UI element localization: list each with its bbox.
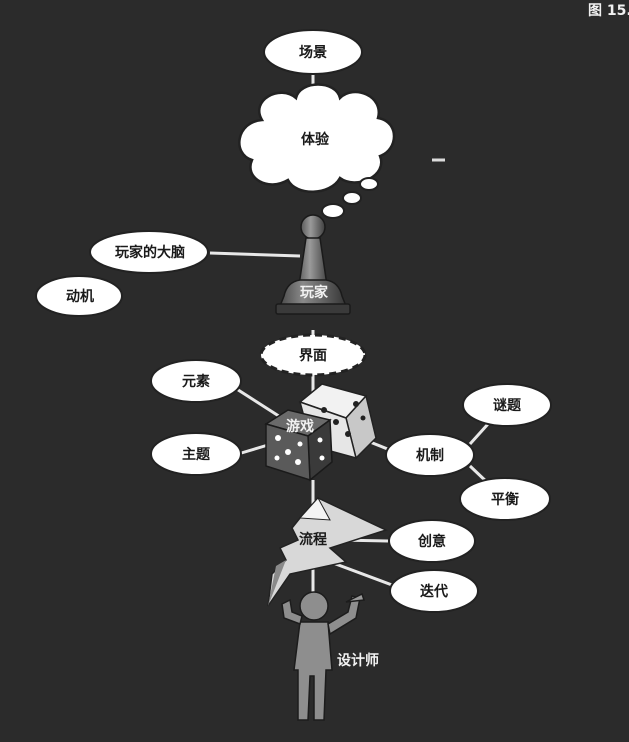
creativity-label: 创意 [418, 534, 446, 550]
line-mechanics-puzzle [468, 422, 490, 446]
motivation-label: 动机 [66, 289, 94, 305]
iteration-label: 迭代 [420, 584, 448, 600]
game-label: 游戏 [286, 419, 314, 435]
player-label: 玩家 [300, 285, 328, 301]
line-game-mechanics [369, 440, 391, 452]
designer-figure-icon [281, 591, 366, 721]
interface-label: 界面 [299, 348, 327, 364]
thought-bubble-small [359, 177, 379, 191]
dice-icon [264, 383, 377, 482]
motivation-ellipse [35, 275, 123, 317]
experience-label: 体验 [301, 132, 329, 148]
line-mind-player [209, 251, 301, 258]
iteration-ellipse [389, 569, 479, 613]
line-theme-game [237, 443, 269, 456]
players-mind-ellipse [89, 230, 209, 274]
experience-cloud [238, 83, 396, 193]
players-mind-label: 玩家的大脑 [115, 245, 185, 261]
balance-ellipse [459, 477, 551, 521]
thought-bubble-medium [342, 191, 362, 205]
process-bolt-icon [267, 497, 389, 607]
puzzle-label: 谜题 [493, 398, 521, 414]
pawn-icon [275, 214, 351, 315]
theme-ellipse [150, 432, 242, 476]
interface-ellipse [259, 333, 367, 377]
figure-label: 图 15. [588, 3, 629, 19]
scene-label: 场景 [299, 45, 327, 61]
puzzle-ellipse [462, 383, 552, 427]
thought-bubble-large [321, 203, 345, 219]
theme-label: 主题 [182, 447, 210, 463]
mechanics-label: 机制 [416, 448, 444, 464]
scene-ellipse [263, 29, 363, 75]
creativity-ellipse [388, 519, 476, 563]
designer-label: 设计师 [337, 653, 379, 669]
line-elements-game [231, 384, 286, 422]
balance-label: 平衡 [491, 492, 519, 508]
elements-ellipse [150, 359, 242, 403]
process-label: 流程 [299, 532, 327, 548]
mechanics-ellipse [385, 433, 475, 477]
elements-label: 元素 [182, 374, 210, 390]
